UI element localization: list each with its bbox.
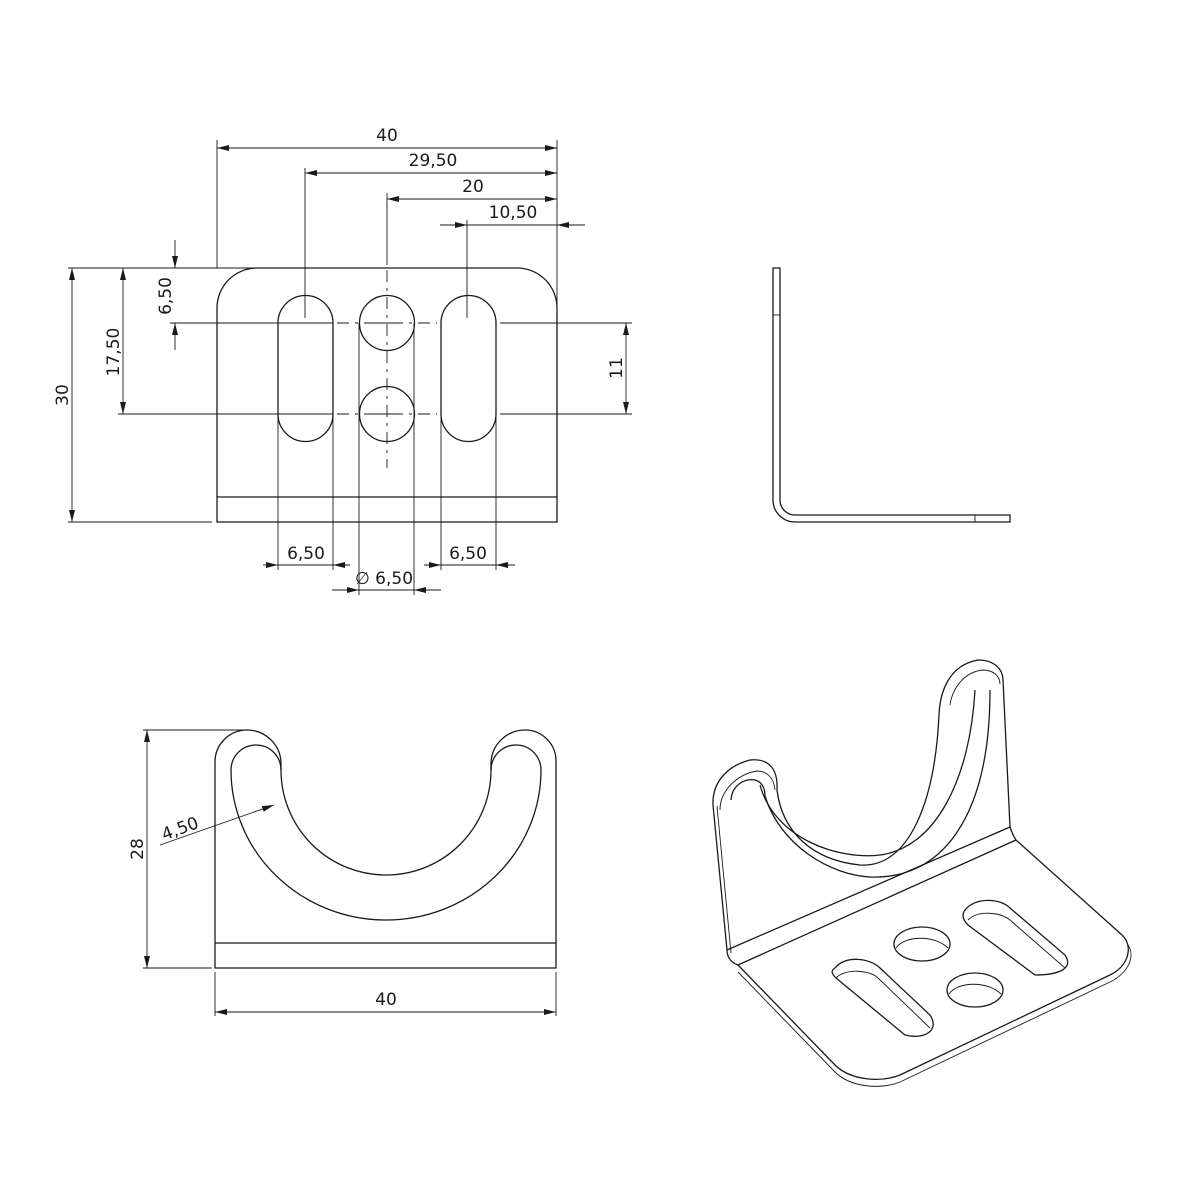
bracket-outline [214,729,557,969]
extension-lines [68,140,632,595]
plate-outline [216,267,558,523]
side-view [772,267,1011,523]
iso-slot-right [962,899,1069,976]
iso-slot-left [831,958,934,1037]
dim-top-to-second-center: 17,50 [104,328,124,377]
dim-hole-center-offset: 20 [462,177,484,197]
hole-upper [358,294,416,352]
iso-hole-lower [946,972,1004,1008]
front-view: 4,50 28 40 [128,729,557,1016]
dim-slot-width-left: 6,50 [287,544,325,564]
dim-slot-width-right: 6,50 [449,544,487,564]
top-view: 40 29,50 20 10,50 6,50 17,50 30 11 6,50 [53,126,632,595]
dim-top-to-first-center: 6,50 [156,277,176,315]
dim-width: 40 [375,990,397,1010]
curved-slot [230,744,542,921]
slot-right [440,294,497,443]
iso-hole-upper [893,926,951,962]
dim-slot-right-offset: 10,50 [489,203,538,223]
dimensions: 40 29,50 20 10,50 6,50 17,50 30 11 6,50 [53,126,629,593]
dim-center-spacing: 11 [607,357,627,379]
dim-overall-width: 40 [376,126,398,146]
dim-slot-left-offset: 29,50 [409,151,458,171]
slot-left [277,294,334,443]
dim-slot-width: 4,50 [159,813,201,845]
dim-hole-diameter: ∅ 6,50 [355,569,413,589]
dim-overall-height: 30 [53,384,73,406]
dim-height: 28 [128,838,148,860]
center-lines [337,270,437,468]
isometric-view [712,659,1132,1087]
